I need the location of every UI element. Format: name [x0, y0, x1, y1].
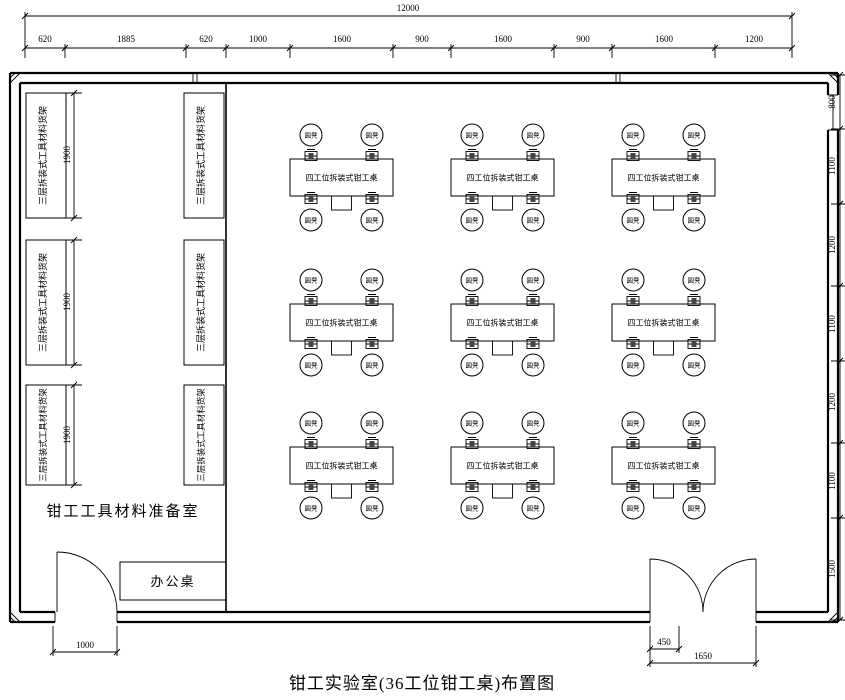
worktable: [612, 412, 715, 519]
dim-top-segment-2: 620: [199, 34, 213, 44]
dim-door-right-clear: 450: [657, 637, 671, 647]
dim-top-segment-1: 1885: [117, 34, 136, 44]
dim-right-chain-ticks: [836, 71, 844, 624]
office-desk-label: 办公桌: [150, 574, 195, 589]
dim-right-segment-1: 1100: [827, 157, 837, 175]
rack: [183, 384, 225, 486]
dim-right-segment-2: 1200: [827, 236, 837, 255]
worktable: [290, 269, 393, 376]
worktable: [290, 412, 393, 519]
rack: [183, 92, 225, 219]
dim-top-chain-ticks: [21, 44, 796, 52]
dim-top-segment-0: 620: [38, 34, 52, 44]
dim-rack-chain-ticks: [70, 89, 78, 489]
dim-rack-0: 1900: [62, 146, 72, 165]
dim-top-segment-9: 1200: [745, 34, 764, 44]
drawing-title: 钳工实验室(36工位钳工桌)布置图: [289, 674, 555, 693]
dim-total-width: 12000: [397, 3, 420, 13]
dim-door-left: 1000: [76, 640, 95, 650]
office-desk: [119, 561, 227, 601]
door-left: [56, 551, 118, 613]
dim-top-chain-line: [24, 12, 793, 58]
dim-door-right: 1650: [694, 651, 713, 661]
dim-rack-2: 1900: [62, 426, 72, 445]
rack: [183, 239, 225, 366]
dim-bottom-ticks: [49, 645, 760, 667]
dim-right-segment-0: 800: [827, 95, 837, 109]
prep-room-label: 钳工工具材料准备室: [46, 503, 199, 520]
dim-right-chain-line: [831, 74, 845, 621]
dim-bottom-lines: [52, 626, 757, 667]
dim-rack-1: 1900: [62, 293, 72, 312]
dim-top-segment-7: 900: [576, 34, 590, 44]
dim-top-segment-6: 1600: [494, 34, 513, 44]
dim-top-segment-4: 1600: [333, 34, 352, 44]
wall-details: [9, 72, 839, 623]
rack: [25, 239, 67, 366]
dim-top-segment-8: 1600: [655, 34, 674, 44]
worktable: [290, 124, 393, 231]
worktable: [451, 412, 554, 519]
outer-walls: [8, 71, 840, 624]
dim-top-total-line: [21, 12, 796, 20]
worktable: [612, 269, 715, 376]
dim-right-segment-5: 1100: [827, 472, 837, 490]
dim-right-segment-6: 1500: [827, 560, 837, 579]
rack: [25, 92, 67, 219]
dim-right-segment-4: 1200: [827, 393, 837, 412]
rack: [25, 384, 67, 486]
dim-top-segment-5: 900: [415, 34, 429, 44]
worktable: [451, 124, 554, 231]
door-right-double: [649, 558, 757, 613]
worktable: [451, 269, 554, 376]
dim-right-segment-3: 1100: [827, 315, 837, 333]
dim-top-segment-3: 1000: [249, 34, 268, 44]
worktable: [612, 124, 715, 231]
